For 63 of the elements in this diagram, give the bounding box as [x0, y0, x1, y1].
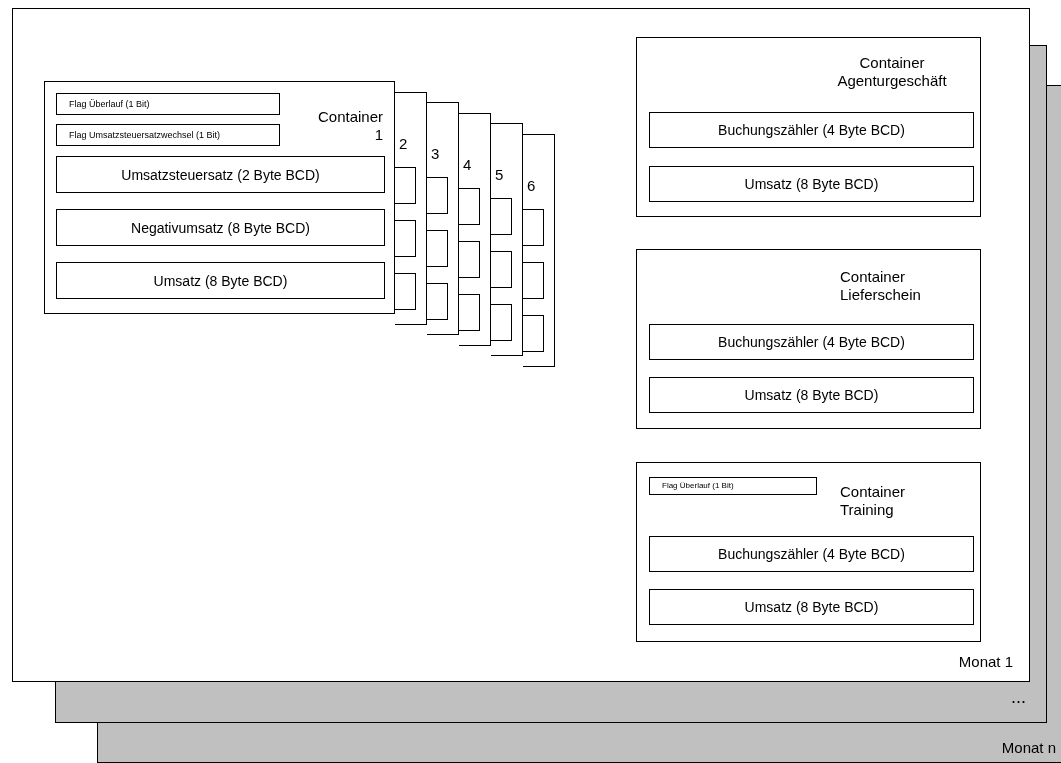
- field-box: [523, 262, 544, 299]
- field-box: [56, 209, 385, 246]
- field-label: Buchungszähler (4 Byte BCD): [717, 545, 906, 563]
- field-label: Flag Umsatzsteuersatzwechsel (1 Bit): [69, 129, 222, 141]
- field-box: [427, 177, 448, 214]
- field-box: [523, 209, 544, 246]
- container-title: Container Agenturgeschäft: [836, 54, 948, 90]
- field-box: [649, 112, 974, 148]
- field-box: [427, 283, 448, 320]
- field-label: Negativumsatz (8 Byte BCD): [130, 219, 311, 236]
- month-panel: [12, 8, 1030, 682]
- container-card: [491, 123, 523, 356]
- field-label: Umsatz (8 Byte BCD): [743, 386, 880, 404]
- field-box: [649, 377, 974, 413]
- field-box: [649, 477, 817, 495]
- field-box: [395, 220, 416, 257]
- field-box: [395, 167, 416, 204]
- container-card: [523, 134, 555, 367]
- field-box: [459, 294, 480, 331]
- field-box: [395, 273, 416, 310]
- container-title: 6: [527, 177, 537, 195]
- field-box: [649, 536, 974, 572]
- field-box: [649, 166, 974, 202]
- field-box: [523, 315, 544, 352]
- field-box: [491, 251, 512, 288]
- container-card: [636, 462, 981, 642]
- container-card: [459, 113, 491, 346]
- page-label: Monat n: [1000, 739, 1056, 757]
- page-label: ...: [1010, 687, 1026, 709]
- field-box: [459, 241, 480, 278]
- container-title: Container Training: [840, 483, 907, 519]
- container-card: [636, 249, 981, 429]
- field-label: Umsatzsteuersatz (2 Byte BCD): [120, 166, 321, 183]
- field-box: [56, 156, 385, 193]
- page-label: Monat 1: [957, 653, 1013, 671]
- container-card: [427, 102, 459, 335]
- field-label: Flag Überlauf (1 Bit): [662, 481, 735, 491]
- field-label: Flag Überlauf (1 Bit): [69, 98, 151, 110]
- field-label: Buchungszähler (4 Byte BCD): [717, 121, 906, 139]
- container-title: 4: [463, 156, 473, 174]
- field-label: Umsatz (8 Byte BCD): [152, 272, 289, 289]
- middle-page: [55, 682, 1047, 723]
- field-box: [56, 262, 385, 299]
- container-title: Container Lieferschein: [840, 268, 922, 304]
- field-label: Umsatz (8 Byte BCD): [743, 175, 880, 193]
- container-card: [636, 37, 981, 217]
- field-box: [459, 188, 480, 225]
- field-label: Umsatz (8 Byte BCD): [743, 598, 880, 616]
- container-title: Container 1: [316, 108, 383, 144]
- field-label: Buchungszähler (4 Byte BCD): [717, 333, 906, 351]
- field-box: [649, 589, 974, 625]
- field-box: [491, 198, 512, 235]
- container-card: [44, 81, 395, 314]
- back-page: [97, 723, 1061, 763]
- field-box: [427, 230, 448, 267]
- container-title: 5: [495, 166, 505, 184]
- container-title: 2: [399, 135, 409, 153]
- field-box: [56, 124, 280, 146]
- field-box: [56, 93, 280, 115]
- container-card: [395, 92, 427, 325]
- container-title: 3: [431, 145, 441, 163]
- field-box: [491, 304, 512, 341]
- field-box: [649, 324, 974, 360]
